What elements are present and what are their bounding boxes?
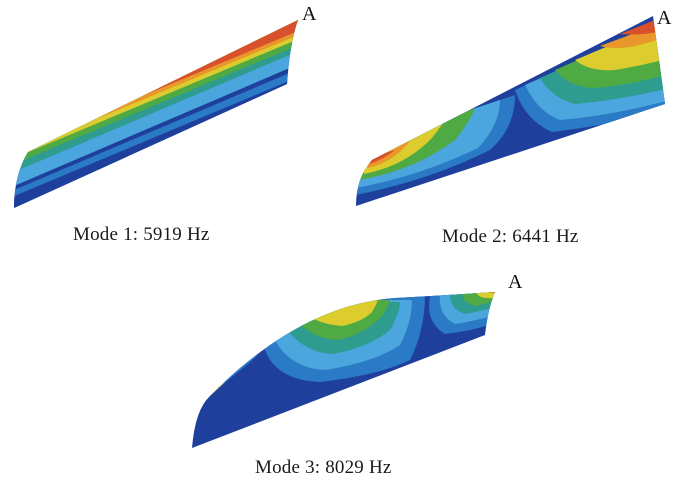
mode-3-caption: Mode 3: 8029 Hz [255,457,392,478]
mode-3-lobe-right-red [486,292,495,293]
mode-3-shape [192,292,495,448]
mode-1-caption: Mode 1: 5919 Hz [73,224,210,245]
mode-2-shape [356,16,665,206]
mode-1-blue-strip [14,60,298,202]
point-a-label-mode-1: A [302,3,317,25]
mode-1-shape [14,20,298,208]
mode-2-caption: Mode 2: 6441 Hz [442,226,579,247]
point-a-label-mode-3: A [508,271,523,293]
mode-3-lobe-right-yellow [476,292,495,299]
mode-2-lobe-left-red [370,150,395,164]
point-a-label-mode-2: A [657,7,672,29]
